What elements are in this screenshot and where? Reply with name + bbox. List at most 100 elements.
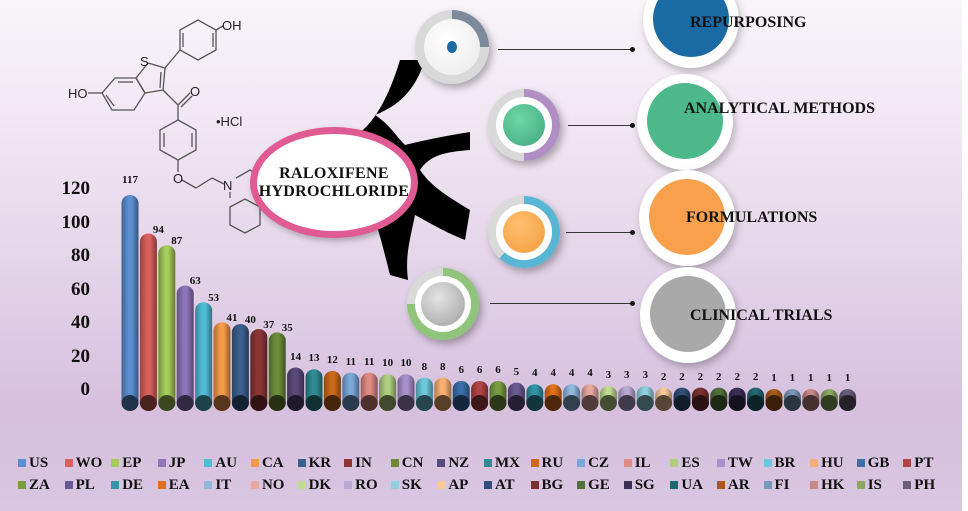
legend-label: PH (914, 476, 936, 493)
legend-swatch (483, 459, 492, 467)
legend-item-ar: AR (716, 477, 764, 494)
legend-item-it: IT (204, 477, 251, 494)
legend-label: PL (75, 476, 95, 493)
legend-item-us: US (18, 455, 65, 472)
value-label-is: 1 (826, 372, 832, 384)
legend-swatch (297, 481, 306, 489)
legend-item-in: IN (344, 455, 391, 472)
legend-swatch (530, 459, 539, 467)
value-label-bg: 2 (697, 370, 704, 383)
legend-label: FI (774, 476, 790, 493)
legend-swatch (437, 481, 446, 489)
value-label-hk: 1 (808, 372, 814, 384)
bar-ph (839, 389, 857, 411)
legend-label: AP (448, 476, 469, 493)
legend-item-wo: WO (64, 454, 112, 472)
legend-swatch (903, 481, 912, 489)
bar-es (379, 374, 397, 411)
value-label-kr: 40 (244, 314, 256, 326)
y-tick-label: 80 (71, 245, 90, 266)
piperidine-ring (229, 198, 261, 234)
value-label-wo: 94 (152, 223, 164, 236)
legend-label: GB (867, 454, 890, 471)
legend-label: WO (75, 454, 103, 471)
bar-base (507, 395, 525, 411)
bar-pl (507, 382, 525, 411)
bar-body (121, 195, 139, 411)
bar-chart (121, 195, 857, 411)
legend-swatch (763, 459, 772, 467)
topic-circle-analytical (637, 74, 733, 170)
sulfur-label: S (140, 54, 149, 69)
value-label-ru: 12 (326, 353, 338, 366)
connector-line-clinical (490, 303, 632, 304)
bar-base (231, 395, 249, 411)
value-label-za: 6 (495, 363, 501, 376)
bar-base (636, 395, 654, 411)
legend-label: KR (308, 454, 332, 471)
topic-label-formulations: FORMULATIONS (686, 209, 818, 226)
legend-item-pt: PT (903, 455, 950, 472)
legend-item-ap: AP (437, 477, 484, 494)
legend-label: RO (355, 476, 378, 493)
legend-label: CA (261, 454, 284, 471)
bar-base (526, 395, 544, 411)
legend-label: IN (355, 454, 372, 471)
bar-body (176, 285, 194, 411)
bar-base (728, 395, 746, 411)
value-label-pl: 5 (513, 365, 520, 378)
bar-body (250, 329, 268, 411)
legend-swatch (577, 481, 586, 489)
bar-body (158, 245, 176, 411)
legend-swatch (157, 481, 166, 489)
connector-dot-clinical (630, 301, 635, 306)
legend-label: NO (261, 476, 285, 493)
ho-label: HO (68, 86, 88, 101)
oh-label: OH (222, 18, 242, 33)
bar-cz (342, 372, 360, 411)
bar-hk (802, 389, 820, 411)
value-label-gb: 6 (458, 363, 464, 376)
topic-circle-formulations (639, 170, 735, 266)
legend-swatch (250, 459, 259, 467)
bar-il (360, 372, 378, 411)
bar-base (342, 395, 360, 411)
value-label-es: 10 (382, 357, 394, 370)
bar-is (820, 389, 838, 411)
legend-label: DK (308, 476, 332, 493)
connector-dot-analytical (630, 123, 635, 128)
connector-line-repurposing (498, 49, 632, 50)
legend-item-cn: CN (390, 455, 438, 472)
bar-body (268, 332, 286, 411)
legend-swatch (18, 459, 26, 467)
legend-item-no: NO (250, 476, 298, 494)
legend-label: DE (122, 476, 144, 493)
bar-body (231, 324, 249, 411)
legend-item-ep: EP (111, 455, 158, 472)
legend-swatch (344, 459, 353, 467)
bar-base (581, 395, 599, 411)
bar-ge (710, 387, 728, 411)
bar-dk (599, 385, 617, 411)
legend-item-il: IL (623, 455, 671, 472)
legend-label: RU (541, 454, 564, 471)
topic-fill-analytical (647, 83, 723, 159)
y-tick-label: 20 (71, 345, 90, 367)
value-label-us: 117 (122, 174, 138, 187)
legend-item-ro: RO (344, 477, 391, 494)
value-label-ar: 1 (771, 372, 777, 384)
value-label-sk: 3 (642, 368, 648, 381)
legend-swatch (763, 481, 772, 489)
right-border (962, 0, 968, 511)
bar-it (563, 384, 581, 411)
legend-label: ZA (29, 476, 50, 493)
connector-line-analytical (568, 125, 632, 126)
legend-item-ru: RU (530, 454, 578, 472)
hcl-label: •HCl (216, 114, 242, 129)
legend-label: BR (774, 454, 796, 471)
bar-base (452, 395, 470, 411)
bar-tw (397, 374, 415, 411)
connector-line-formulations (566, 232, 632, 233)
